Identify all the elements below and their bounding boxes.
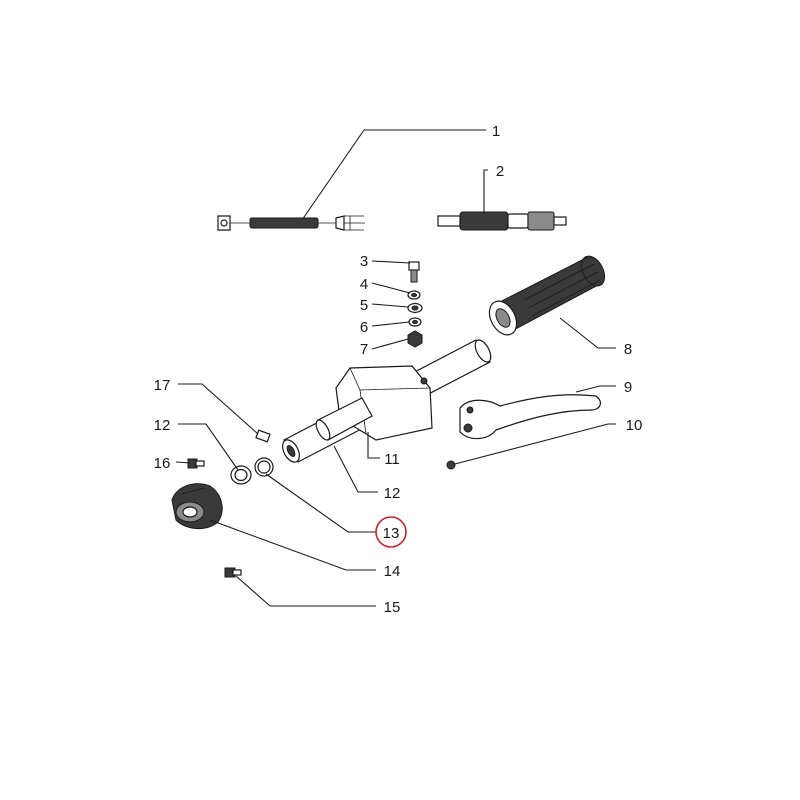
part-2-cable-end	[437, 211, 567, 231]
callout-3: 3	[360, 253, 368, 270]
callout-4: 4	[360, 276, 368, 293]
part-9-lever	[459, 394, 601, 440]
callout-13: 13	[383, 525, 400, 542]
callout-7: 7	[360, 341, 368, 358]
callout-12-left: 12	[154, 417, 171, 434]
part-15-screw	[224, 567, 242, 578]
part-17-screw	[255, 429, 271, 443]
callout-6: 6	[360, 319, 368, 336]
callout-13-highlight-ring	[375, 516, 407, 548]
leader-lines	[175, 129, 616, 607]
part-3-screw	[408, 261, 420, 283]
callout-15: 15	[384, 599, 401, 616]
part-11-handlebar	[282, 339, 492, 463]
callout-1: 1	[492, 123, 500, 140]
callout-8: 8	[624, 341, 632, 358]
callout-16: 16	[154, 455, 171, 472]
part-5-washer	[407, 302, 423, 314]
callout-5: 5	[360, 297, 368, 314]
callout-17: 17	[154, 377, 171, 394]
part-6-washer	[408, 317, 422, 327]
callout-9: 9	[624, 379, 632, 396]
part-4-washer	[407, 290, 421, 300]
callout-12-right: 12	[384, 485, 401, 502]
part-13-ring	[254, 457, 274, 477]
part-7-nut	[407, 330, 423, 348]
part-1-cable	[217, 215, 365, 231]
part-12-washer	[230, 465, 252, 485]
part-14-end-cap	[171, 483, 223, 529]
callout-2: 2	[496, 163, 504, 180]
part-16-bolt	[187, 458, 205, 469]
part-10-pin	[446, 460, 456, 470]
part-8-grip	[488, 255, 606, 336]
callout-11: 11	[384, 451, 400, 468]
callout-labels: 1 2 3 4 5 6 7 8 9 10 11 12 12 13 14 15 1…	[154, 123, 643, 616]
callout-10: 10	[626, 417, 643, 434]
callout-14: 14	[384, 563, 401, 580]
